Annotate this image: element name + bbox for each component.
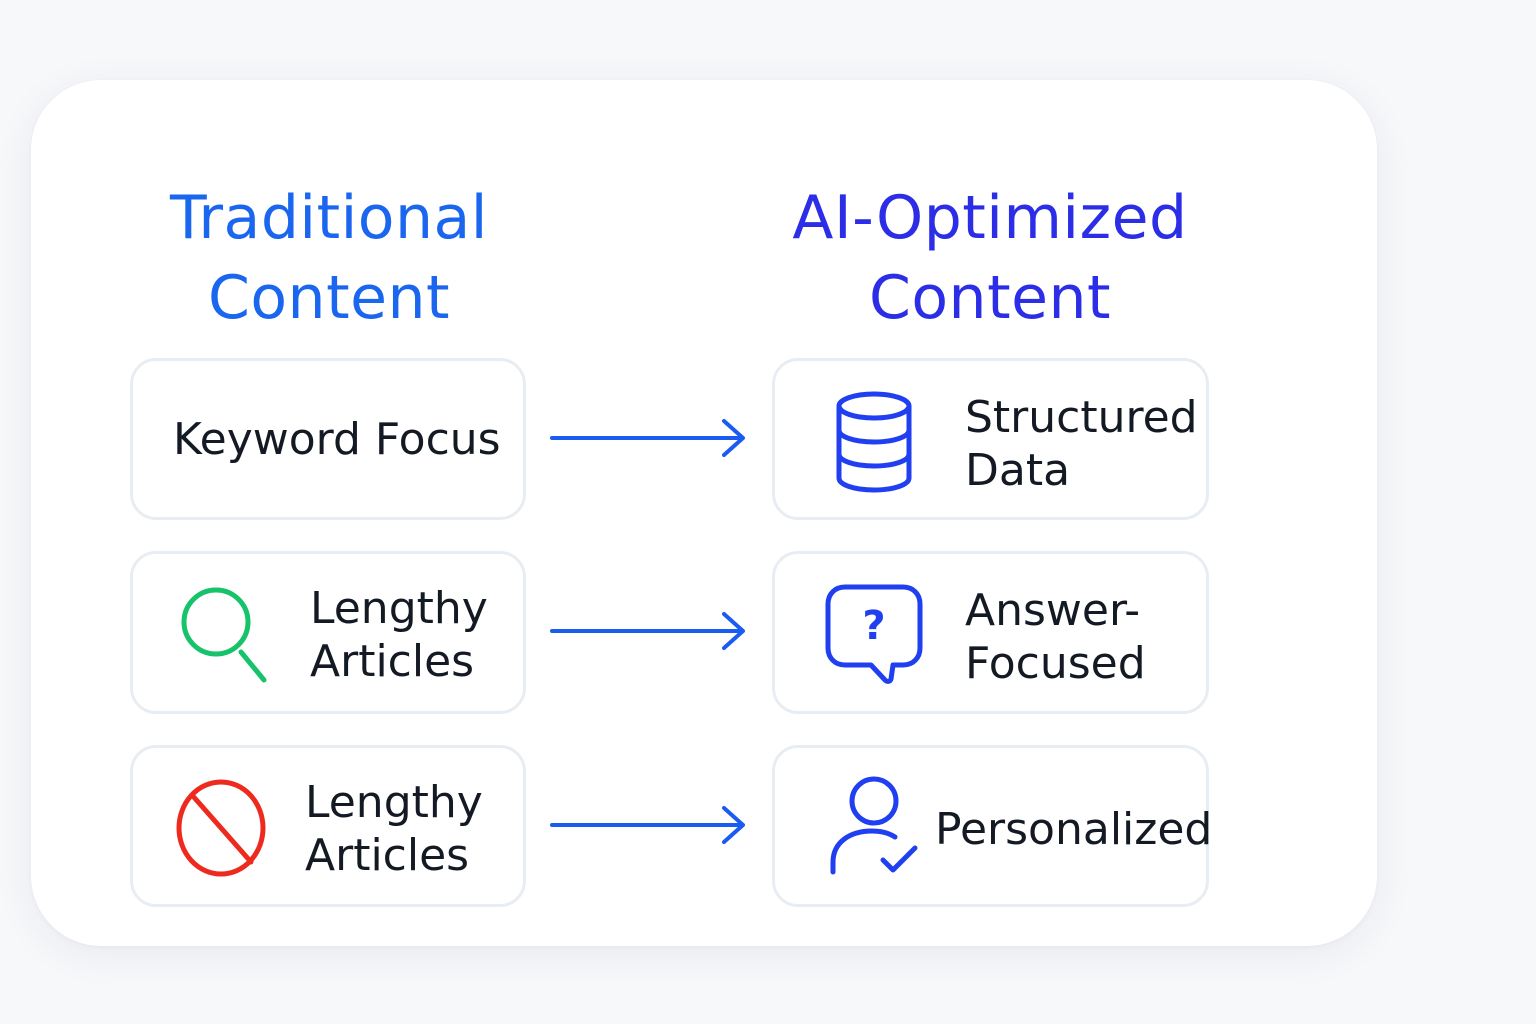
item-label: Lengthy Articles [310, 583, 488, 687]
item-label: Structured Data [965, 392, 1198, 496]
ai-optimized-content-heading: AI-Optimized Content [772, 178, 1208, 338]
svg-text:?: ? [862, 603, 885, 649]
item-label: Lengthy Articles [305, 777, 483, 881]
heading-line: Content [868, 263, 1112, 333]
ai-item-answer-focused: ? Answer- Focused [772, 551, 1209, 714]
arrow-right-icon [550, 806, 745, 844]
heading-line: Content [207, 263, 451, 333]
traditional-item-lengthy-articles-2: Lengthy Articles [130, 745, 526, 907]
traditional-content-heading: Traditional Content [130, 178, 528, 338]
item-label: Keyword Focus [173, 414, 501, 465]
question-bubble-icon: ? [825, 584, 923, 684]
database-icon [836, 391, 912, 493]
arrow-right-icon [550, 419, 745, 457]
heading-line: Traditional [170, 183, 488, 253]
item-label: Personalized [935, 804, 1213, 855]
prohibited-icon [176, 779, 266, 877]
ai-item-personalized: Personalized [772, 745, 1213, 907]
item-label: Answer- Focused [965, 585, 1146, 689]
search-icon [181, 587, 267, 683]
ai-item-structured-data: Structured Data [772, 358, 1209, 520]
traditional-item-keyword-focus: Keyword Focus [130, 358, 526, 520]
user-check-icon [830, 776, 918, 875]
heading-line: AI-Optimized [792, 183, 1188, 253]
traditional-item-lengthy-articles: Lengthy Articles [130, 551, 526, 714]
arrow-right-icon [550, 612, 745, 650]
